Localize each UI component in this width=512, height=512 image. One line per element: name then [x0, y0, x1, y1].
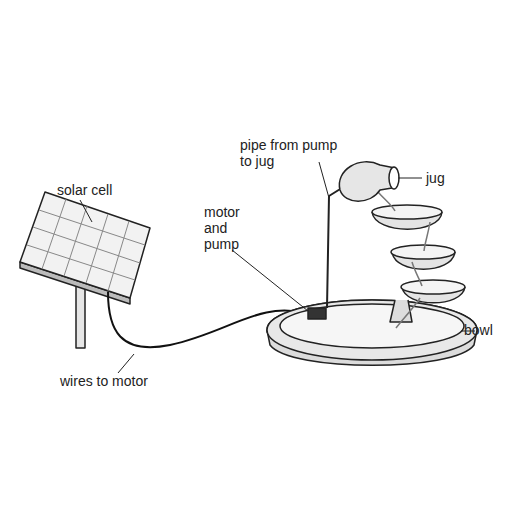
- motor-pump-label: motor and pump: [204, 204, 248, 252]
- solar-cell-label: solar cell: [57, 182, 147, 198]
- jug-label: jug: [426, 170, 486, 186]
- pipe-label: pipe from pump to jug: [240, 137, 340, 169]
- bowl-label: bowl: [464, 322, 508, 338]
- wires-label: wires to motor: [60, 373, 200, 389]
